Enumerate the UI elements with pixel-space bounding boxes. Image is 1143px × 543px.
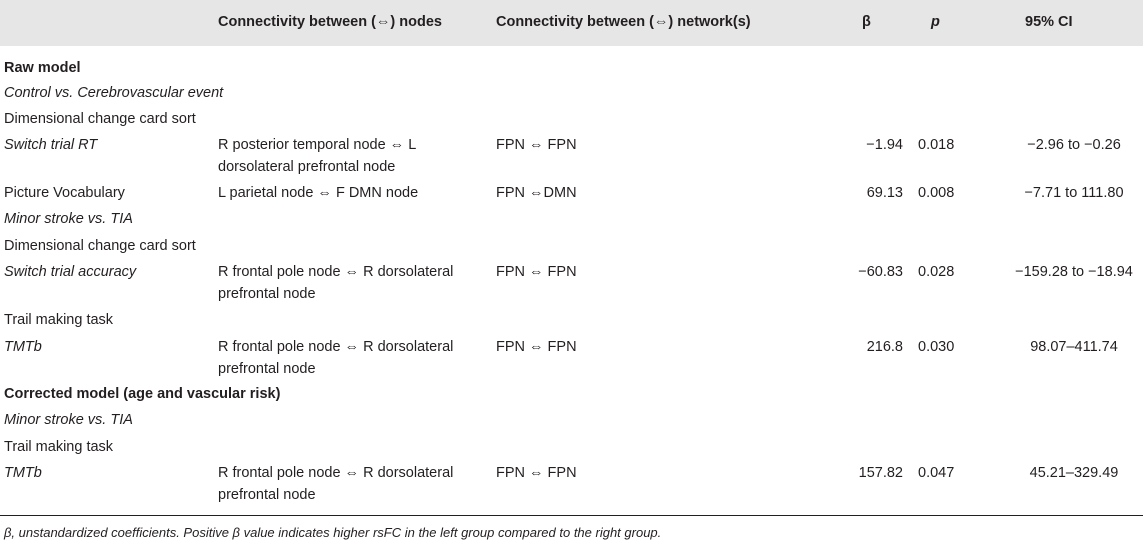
row-ci: 98.07–411.74 (1030, 339, 1118, 355)
row-label: Minor stroke vs. TIA (4, 412, 133, 428)
row-label: Switch trial accuracy (4, 264, 137, 280)
row-beta: −1.94 (866, 137, 903, 153)
row-ci: −159.28 to −18.94 (1015, 264, 1133, 280)
row-label: Dimensional change card sort (4, 238, 196, 254)
row-networks: FPN ⇔ FPN (496, 137, 577, 153)
row-label: Control vs. Cerebrovascular event (4, 85, 224, 101)
row-networks: FPN ⇔DMN (496, 185, 577, 201)
table-bottom-rule (0, 515, 1143, 516)
row-label: Raw model (4, 60, 81, 76)
row-beta: 157.82 (858, 465, 903, 481)
row-label: Corrected model (age and vascular risk) (4, 386, 281, 402)
header-nodes: Connectivity between (⇔) nodes (218, 14, 442, 30)
table-header: Connectivity between (⇔) nodes Connectiv… (0, 0, 1143, 46)
row-nodes: R frontal pole node ⇔ R dorsolateral pre… (218, 465, 454, 503)
row-beta: 69.13 (866, 185, 903, 201)
row-label: TMTb (4, 465, 42, 481)
row-label: Trail making task (4, 312, 114, 328)
row-p: 0.008 (918, 185, 955, 201)
row-networks: FPN ⇔ FPN (496, 339, 577, 355)
table-footnote: β, unstandardized coefficients. Positive… (4, 525, 662, 540)
header-p: p (931, 14, 940, 30)
row-nodes: R posterior temporal node ⇔ L dorsolater… (218, 137, 416, 175)
row-nodes: L parietal node ⇔ F DMN node (218, 185, 419, 201)
row-p: 0.030 (918, 339, 955, 355)
row-nodes: R frontal pole node ⇔ R dorsolateral pre… (218, 339, 454, 377)
row-ci: −7.71 to 111.80 (1024, 185, 1124, 201)
row-networks: FPN ⇔ FPN (496, 264, 577, 280)
row-ci: −2.96 to −0.26 (1027, 137, 1121, 153)
header-ci: 95% CI (1025, 14, 1073, 30)
row-label: Dimensional change card sort (4, 111, 196, 127)
row-p: 0.018 (918, 137, 955, 153)
row-label: Switch trial RT (4, 137, 98, 153)
header-beta: β (862, 14, 871, 30)
row-nodes: R frontal pole node ⇔ R dorsolateral pre… (218, 264, 454, 302)
row-beta: −60.83 (858, 264, 903, 280)
row-label: Minor stroke vs. TIA (4, 211, 133, 227)
row-label: Picture Vocabulary (4, 185, 125, 201)
row-beta: 216.8 (866, 339, 903, 355)
row-p: 0.028 (918, 264, 955, 280)
row-ci: 45.21–329.49 (1029, 465, 1119, 481)
row-networks: FPN ⇔ FPN (496, 465, 577, 481)
header-networks: Connectivity between (⇔) network(s) (496, 14, 751, 30)
row-label: TMTb (4, 339, 42, 355)
row-label: Trail making task (4, 439, 114, 455)
row-p: 0.047 (918, 465, 955, 481)
